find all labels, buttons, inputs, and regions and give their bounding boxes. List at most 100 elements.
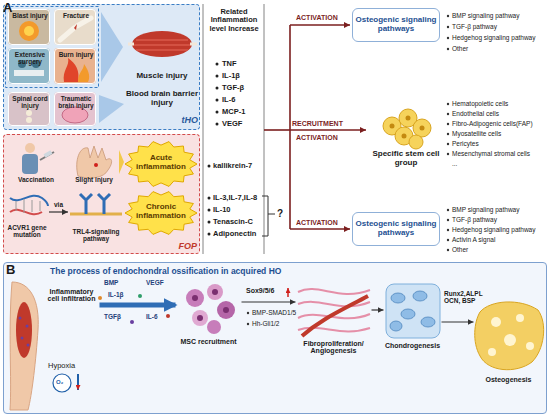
gene-icon: ACVR1 gene mutation [5, 192, 49, 244]
burst-shape [125, 142, 197, 187]
figure-label: Myosatellite cells [452, 130, 501, 137]
figure-label: ? [277, 208, 283, 219]
flow-arrow [442, 321, 474, 322]
figure-label: IL-3,IL-7,IL-8 [213, 194, 257, 202]
node-text: Fracture [56, 12, 96, 19]
injury-tile: Blast injury [8, 9, 50, 45]
stage-image: Chondrogenesis [384, 280, 442, 354]
node-text: tHO [170, 115, 198, 125]
stage-image: Fibroproliferation/ Angiogenesis [296, 280, 372, 364]
fop-region: FOP Vaccination Slight injuryACVR1 gene mu… [3, 134, 200, 254]
stage-image: Inflammatory cell infiltration [8, 280, 100, 332]
node-text: Blast injury [10, 12, 50, 19]
inflammation-burst: Chronic inflammation [124, 190, 198, 236]
node-text: Specific stem cell group [362, 150, 450, 168]
figure-label: BMP-SMAD1/5 [252, 309, 296, 316]
figure-label: Hypoxia [48, 362, 75, 370]
figure-label: ... [452, 160, 457, 167]
figure-label: Tenascin-C [213, 218, 253, 226]
injury-tile: Fracture [54, 9, 96, 45]
figure-label: TNF [222, 60, 237, 68]
node-text: Slight injury [68, 176, 120, 183]
stage-image: Osteogenesis [474, 298, 544, 390]
node-text: Spinal cord injury [10, 95, 50, 110]
injury-tile: Burn injury [54, 48, 96, 84]
figure-label: Adiponectin [213, 230, 256, 238]
node-text: FOP [169, 241, 197, 251]
figure-label: BMP signaling pathway [452, 206, 519, 213]
figure-label: TGF-β pathway [452, 216, 497, 223]
node-text: Chondrogenesis [384, 342, 442, 350]
figure-label: IL-6 [146, 313, 158, 320]
trigger-icon: Slight injury [68, 138, 120, 186]
injury-tile: Traumatic brain injury [54, 92, 96, 126]
injury-tile: Extensive surgery [8, 48, 50, 84]
figure-label: Runx2,ALPL OCN, BSP [444, 290, 488, 305]
figure-label: Hedgehog signaling pathway [452, 34, 535, 41]
flow-arrow [100, 303, 176, 308]
burst-shape [125, 192, 197, 235]
figure-label: Activin A signal [452, 236, 495, 243]
figure-label: Endothelial cells [452, 110, 499, 117]
stem-cell-group: Specific stem cell group [368, 110, 444, 166]
node-text: Chronic inflammation [132, 203, 190, 221]
figure-label: ACTIVATION [296, 14, 338, 22]
node-text: Vaccination [8, 176, 64, 183]
figure-label: Other [452, 246, 468, 253]
muscle-injury: Muscle injury [126, 22, 198, 84]
flow-arrow [372, 309, 384, 310]
figure-label: TGFβ [104, 313, 121, 320]
flow-arrow [49, 211, 68, 212]
stage-image: MSC recruitment [176, 280, 242, 350]
figure-label: B [6, 263, 15, 278]
node-text: MSC recruitment [176, 338, 242, 346]
figure-label: Hh-Gli1/2 [252, 320, 279, 327]
figure-label: Pericytes [452, 140, 479, 147]
flow-arrow [242, 301, 296, 302]
figure-label: Fibro-Adipogenic cells(FAP) [452, 120, 533, 127]
figure-label: Hedgehog signaling pathway [452, 226, 535, 233]
receptor-icon: TRL4-signaling pathway [68, 194, 124, 246]
figure-label: Mesenchymal stromal cells [452, 150, 530, 157]
node-text: Inflammatory cell infiltration [44, 288, 100, 304]
figure-label: ACTIVATION [296, 219, 338, 227]
node-text: ACVR1 gene mutation [5, 224, 49, 239]
figure-label: BMP signaling pathway [452, 12, 519, 19]
node-text: Osteogenesis [474, 376, 544, 384]
node-text: The process of endochondral ossification… [50, 267, 520, 277]
node-text: Acute inflammation [132, 154, 190, 172]
node-text: Osteogenic signaling pathways [355, 220, 437, 238]
node-text: Extensive surgery [10, 51, 50, 66]
node-text: Blood brain barrier injury [126, 90, 198, 108]
bbb-injury: Blood brain barrier injury [126, 88, 198, 114]
pathway-box: Osteogenic signaling pathways [352, 8, 440, 42]
process-panel: The process of endochondral ossification… [3, 262, 547, 414]
figure-label: ACTIVATION [296, 134, 338, 142]
figure-label: BMP [104, 279, 118, 286]
figure-label: Hematopoietic cells [452, 100, 508, 107]
figure-label: kallikrein-7 [213, 162, 252, 170]
node-text: Osteogenic signaling pathways [355, 16, 437, 34]
injury-tile: Spinal cord injury [8, 92, 50, 126]
node-text: Fibroproliferation/ Angiogenesis [296, 340, 372, 356]
pathway-box: Osteogenic signaling pathways [352, 212, 440, 246]
figure-label: A [3, 1, 12, 16]
node-text: Muscle injury [126, 72, 198, 81]
figure-label: TGF-β pathway [452, 23, 497, 30]
figure-label: IL-1β [108, 291, 124, 298]
figure-label: MCP-1 [222, 108, 245, 116]
inflammation-burst: Acute inflammation [124, 140, 198, 188]
figure-label: VEGF [146, 279, 164, 286]
figure-label: VEGF [222, 120, 242, 128]
figure-label: RECRUITMENT [292, 120, 343, 128]
figure-label: Sox9/5/6 [246, 287, 274, 295]
edge-label: via [54, 201, 63, 208]
figure-label: TGF-β [222, 84, 244, 92]
node-text: Burn injury [56, 51, 96, 58]
figure-label: IL-10 [213, 206, 231, 214]
figure-label: Other [452, 45, 468, 52]
figure-label: O₂ [56, 379, 63, 386]
trigger-icon: Vaccination [8, 138, 64, 186]
